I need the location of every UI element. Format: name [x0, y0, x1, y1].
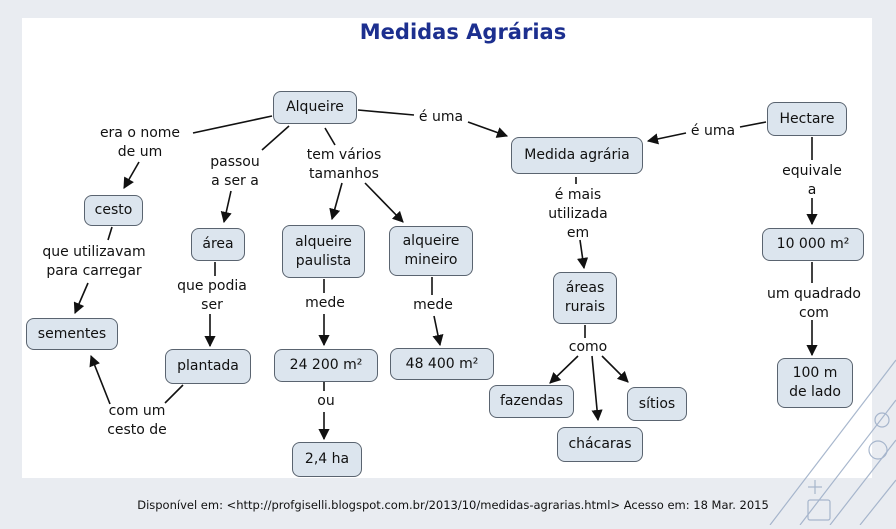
label-tem-varios-tamanhos: tem vários tamanhos — [306, 147, 382, 182]
node-plantada: plantada — [165, 349, 251, 384]
node-48400-m2: 48 400 m² — [390, 348, 494, 380]
link-alqueire-tem-varios — [324, 127, 336, 146]
link-plantada-com-um — [164, 384, 184, 404]
node-area: área — [191, 228, 245, 261]
arrow-to-sementes-2 — [89, 354, 111, 405]
arrow-to-alqueire-mineiro — [364, 182, 404, 223]
node-alqueire-mineiro: alqueire mineiro — [389, 226, 473, 276]
node-2-4-ha: 2,4 ha — [292, 442, 362, 477]
arrow-to-medida-agraria — [467, 121, 509, 138]
arrow-hectare-to-medida — [646, 132, 687, 145]
label-mede-paulista: mede — [305, 295, 345, 311]
node-hectare: Hectare — [767, 102, 847, 136]
node-fazendas: fazendas — [489, 385, 574, 418]
label-mede-mineiro: mede — [413, 297, 453, 313]
label-era-o-nome-de-um: era o nome de um — [99, 125, 181, 160]
node-chacaras: chácaras — [557, 427, 643, 462]
link-alqueire-passou — [261, 125, 290, 151]
arrow-to-fazendas — [549, 355, 579, 384]
label-que-podia-ser: que podia ser — [177, 278, 247, 313]
node-24200-m2: 24 200 m² — [274, 349, 378, 382]
arrow-to-sementes — [73, 282, 89, 315]
node-sementes: sementes — [26, 318, 118, 350]
arrow-to-area — [220, 190, 232, 224]
node-areas-rurais: áreas rurais — [553, 272, 617, 324]
decorative-math-graphic — [760, 300, 896, 529]
label-ou: ou — [317, 393, 335, 409]
arrow-to-48400 — [432, 315, 444, 347]
source-citation: Disponível em: <http://profgiselli.blogs… — [137, 498, 769, 512]
node-sitios: sítios — [627, 387, 687, 421]
node-alqueire-paulista: alqueire paulista — [282, 225, 365, 278]
arrow-to-alqueire-paulista — [329, 182, 343, 221]
arrow-to-cesto — [123, 161, 140, 189]
label-e-uma-alqueire: é uma — [418, 109, 464, 125]
label-equivale-a: equivale a — [782, 163, 842, 198]
label-um-quadrado-com: um quadrado com — [767, 286, 861, 321]
label-com-um-cesto-de: com um cesto de — [107, 403, 167, 438]
node-alqueire: Alqueire — [273, 91, 357, 124]
label-passou-a-ser-a: passou a ser a — [210, 154, 260, 189]
diagram-title: Medidas Agrárias — [359, 20, 567, 44]
link-hectare-label-e-uma — [739, 121, 767, 128]
label-que-utilizavam-para-carregar: que utilizavam para carregar — [42, 244, 146, 279]
link-alqueire-label-e-uma — [357, 109, 415, 116]
label-e-uma-hectare: é uma — [690, 123, 736, 139]
arrow-to-areas-rurais — [577, 239, 589, 270]
node-10000-m2: 10 000 m² — [762, 228, 864, 261]
node-100m-de-lado: 100 m de lado — [777, 358, 853, 408]
label-e-mais-utilizada-em: é mais utilizada em — [548, 187, 608, 241]
link-alqueire-era-o-nome — [192, 115, 273, 134]
link-cesto-que-utilizavam — [107, 226, 113, 241]
arrow-to-chacaras — [591, 355, 603, 422]
label-como: como — [568, 339, 608, 355]
node-medida-agraria: Medida agrária — [511, 137, 643, 174]
arrow-to-sitios — [601, 355, 629, 383]
node-cesto: cesto — [84, 195, 143, 226]
